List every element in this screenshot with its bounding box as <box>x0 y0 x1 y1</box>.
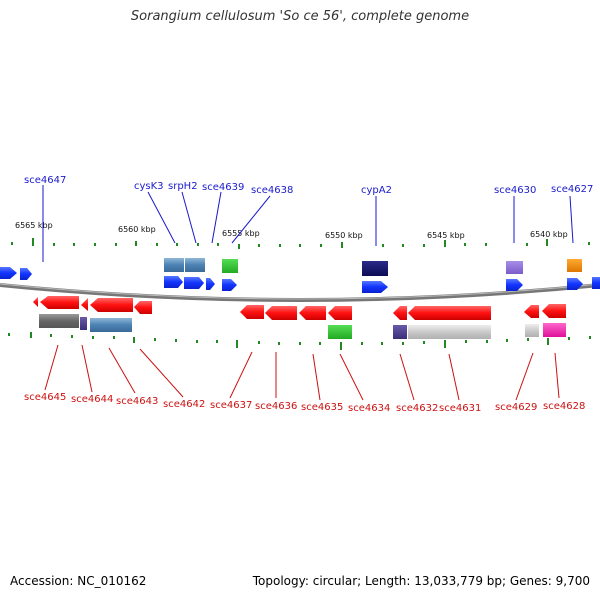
gene-label: sce4637 <box>210 400 252 411</box>
position-label: 6560 kbp <box>118 225 156 234</box>
reverse-gene-arrow <box>524 305 539 318</box>
gene-label: sce4647 <box>24 175 66 186</box>
outer-tick-ring <box>11 238 590 249</box>
reverse-gene-arrow <box>393 306 407 320</box>
position-label: 6545 kbp <box>427 231 465 240</box>
gene-label: sce4635 <box>301 402 343 413</box>
reverse-function-blocks <box>39 314 566 339</box>
gene-label: sce4644 <box>71 394 113 405</box>
forward-gene-arrow <box>567 278 583 290</box>
gene-label: sce4642 <box>163 399 205 410</box>
bottom-leader-lines <box>44 344 560 401</box>
gene-label: sce4631 <box>439 403 481 414</box>
forward-gene-arrow <box>184 277 204 289</box>
reverse-gene-arrow <box>542 304 566 318</box>
forward-gene-arrow <box>0 267 17 279</box>
reverse-gene-arrow <box>408 306 491 320</box>
gene-label: sce4634 <box>348 403 390 414</box>
position-label: 6555 kbp <box>222 229 260 238</box>
gene-label: sce4645 <box>24 392 66 403</box>
gene-label: sce4643 <box>116 396 158 407</box>
reverse-gene-arrow <box>134 301 152 314</box>
gene-label: sce4639 <box>202 182 244 193</box>
inner-tick-ring <box>8 332 591 350</box>
gene-label: sce4628 <box>543 401 585 412</box>
top-leader-lines <box>42 185 574 262</box>
forward-strand-genes <box>0 267 600 293</box>
map-title: Sorangium cellulosum 'So ce 56', complet… <box>130 9 470 24</box>
position-label: 6550 kbp <box>325 231 363 240</box>
position-label: 6565 kbp <box>15 221 53 230</box>
reverse-gene-arrow <box>40 296 79 309</box>
forward-gene-arrow <box>20 268 32 280</box>
forward-gene-arrow <box>222 279 237 291</box>
gene-label: cypA2 <box>361 185 392 196</box>
gene-label: srpH2 <box>168 181 198 192</box>
top-gene-labels: sce4647 cysK3 srpH2 sce4639 sce4638 cypA… <box>24 175 593 196</box>
position-label: 6540 kbp <box>530 230 568 239</box>
reverse-gene-arrow <box>81 298 88 311</box>
forward-gene-arrow <box>506 279 523 291</box>
gene-label: sce4630 <box>494 185 536 196</box>
forward-function-blocks <box>164 258 582 276</box>
gene-label: sce4629 <box>495 402 537 413</box>
accession-text: Accession: NC_010162 <box>10 574 147 588</box>
forward-gene-arrow <box>164 276 183 288</box>
gene-label: cysK3 <box>134 181 164 192</box>
topology-text: Topology: circular; Length: 13,033,779 b… <box>252 574 590 588</box>
forward-gene-arrow <box>592 277 600 289</box>
gene-label: sce4632 <box>396 403 438 414</box>
gene-label: sce4636 <box>255 401 297 412</box>
reverse-gene-arrow <box>240 305 264 319</box>
gene-label: sce4638 <box>251 185 293 196</box>
forward-gene-arrow <box>206 278 215 290</box>
gene-label: sce4627 <box>551 184 593 195</box>
reverse-gene-arrow <box>328 306 352 320</box>
genome-backbone <box>0 283 600 302</box>
bottom-gene-labels: sce4645 sce4644 sce4643 sce4642 sce4637 … <box>24 392 585 414</box>
position-labels: 6565 kbp 6560 kbp 6555 kbp 6550 kbp 6545… <box>15 221 568 240</box>
reverse-strand-genes <box>33 296 566 320</box>
reverse-gene-arrow <box>90 298 133 312</box>
reverse-gene-arrow <box>299 306 326 320</box>
forward-gene-arrow <box>362 281 388 293</box>
reverse-gene-arrow <box>33 297 38 307</box>
reverse-gene-arrow <box>265 306 297 320</box>
